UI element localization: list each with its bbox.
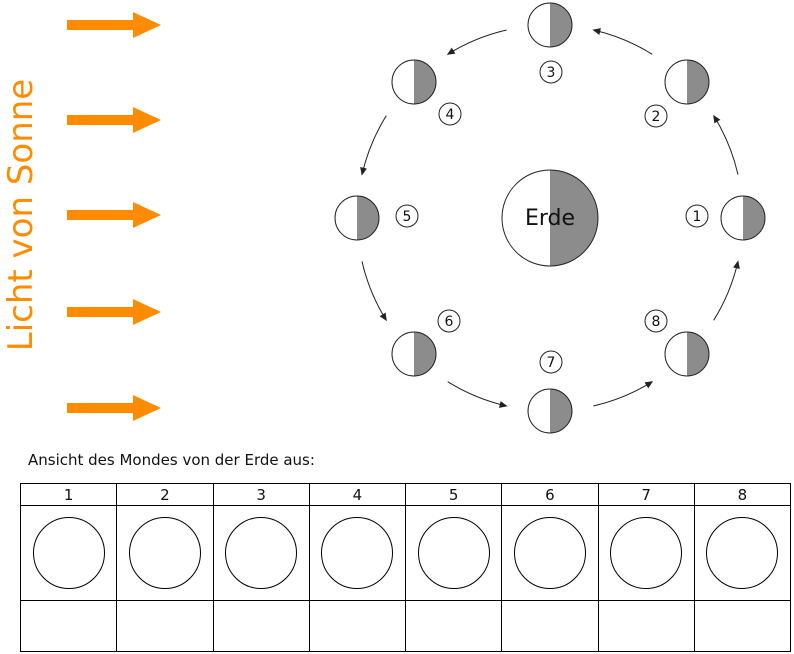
- moon-number-badge-3: 3: [539, 60, 563, 84]
- orbit-arrow-icon: [446, 29, 507, 55]
- answer-table: 1 2 3 4 5 6 7 8: [19, 483, 792, 652]
- phase-row: [19, 505, 792, 601]
- orbit-arrow-icon: [593, 381, 654, 407]
- blank-cell-1: [19, 600, 118, 652]
- badge-label: 5: [403, 209, 412, 225]
- sun-arrow-icon: [67, 395, 161, 421]
- badge-label: 8: [652, 314, 661, 330]
- blank-cell-2: [116, 600, 214, 652]
- col-header-7: 7: [597, 483, 695, 506]
- phase-circle-5: [417, 517, 490, 589]
- col-header-8: 8: [693, 483, 792, 506]
- blank-cell-7: [597, 600, 695, 652]
- header-row: 1 2 3 4 5 6 7 8: [19, 483, 792, 506]
- phase-cell-4: [308, 505, 407, 601]
- col-header-2: 2: [116, 483, 214, 506]
- moon-phase-diagram: Licht von Sonne Erde: [1, 2, 766, 434]
- moon-6: [391, 331, 437, 377]
- orbit-arrow-icon: [713, 260, 740, 321]
- badge-label: 1: [693, 209, 702, 225]
- orbit-arrow-icon: [713, 114, 739, 175]
- moon-number-badge-6: 6: [437, 309, 461, 333]
- phase-cell-1: [19, 505, 118, 601]
- phase-circle-6: [513, 517, 586, 589]
- sun-arrow-icon: [67, 202, 161, 228]
- sunlight-label: Licht von Sonne: [1, 79, 41, 351]
- phase-circle-3: [225, 517, 298, 589]
- phase-cell-3: [212, 505, 310, 601]
- blank-cell-4: [308, 600, 407, 652]
- earth: Erde: [501, 169, 599, 267]
- phase-cell-5: [404, 505, 503, 601]
- sunlight-arrows: [67, 12, 161, 421]
- moon-number-badge-1: 1: [685, 204, 709, 228]
- col-header-6: 6: [501, 483, 599, 506]
- orbit-arrow-icon: [360, 115, 387, 176]
- badge-label: 6: [445, 314, 454, 330]
- blank-cell-3: [212, 600, 310, 652]
- moon-1: [720, 195, 766, 241]
- phase-cell-6: [501, 505, 599, 601]
- phase-circle-7: [610, 517, 683, 589]
- moon-4: [391, 59, 437, 105]
- blank-cell-8: [693, 600, 792, 652]
- col-header-5: 5: [404, 483, 503, 506]
- col-header-1: 1: [19, 483, 118, 506]
- sun-arrow-icon: [67, 12, 161, 38]
- phase-cell-8: [693, 505, 792, 601]
- blank-cell-6: [501, 600, 599, 652]
- moon-number-badge-8: 8: [644, 309, 668, 333]
- phase-cell-2: [116, 505, 214, 601]
- blank-row: [19, 600, 792, 652]
- moon-number-badge-5: 5: [395, 204, 419, 228]
- orbit-arrows: [360, 28, 740, 408]
- col-header-4: 4: [308, 483, 407, 506]
- badge-label: 4: [446, 107, 455, 123]
- sun-arrow-icon: [67, 299, 161, 325]
- orbit-arrow-icon: [592, 28, 653, 55]
- sun-arrow-icon: [67, 107, 161, 133]
- badge-label: 7: [547, 355, 556, 371]
- phase-circle-1: [32, 517, 105, 589]
- moon-number-badge-4: 4: [438, 102, 462, 126]
- moon-5: [334, 195, 380, 241]
- moon-number-badge-7: 7: [539, 350, 563, 374]
- badge-label: 2: [652, 109, 661, 125]
- earth-label: Erde: [525, 206, 575, 231]
- moon-number-badge-2: 2: [644, 104, 668, 128]
- badge-label: 3: [547, 65, 556, 81]
- orbit-arrow-icon: [361, 261, 387, 322]
- orbit-arrow-icon: [447, 381, 508, 408]
- moon-8: [664, 331, 710, 377]
- phase-circle-2: [128, 517, 201, 589]
- moon-7: [527, 388, 573, 434]
- phase-circle-4: [321, 517, 394, 589]
- phase-circle-8: [706, 517, 779, 589]
- answer-caption: Ansicht des Mondes von der Erde aus:: [28, 451, 315, 469]
- moon-2: [664, 59, 710, 105]
- moon-3: [527, 2, 573, 48]
- blank-cell-5: [404, 600, 503, 652]
- phase-cell-7: [597, 505, 695, 601]
- col-header-3: 3: [212, 483, 310, 506]
